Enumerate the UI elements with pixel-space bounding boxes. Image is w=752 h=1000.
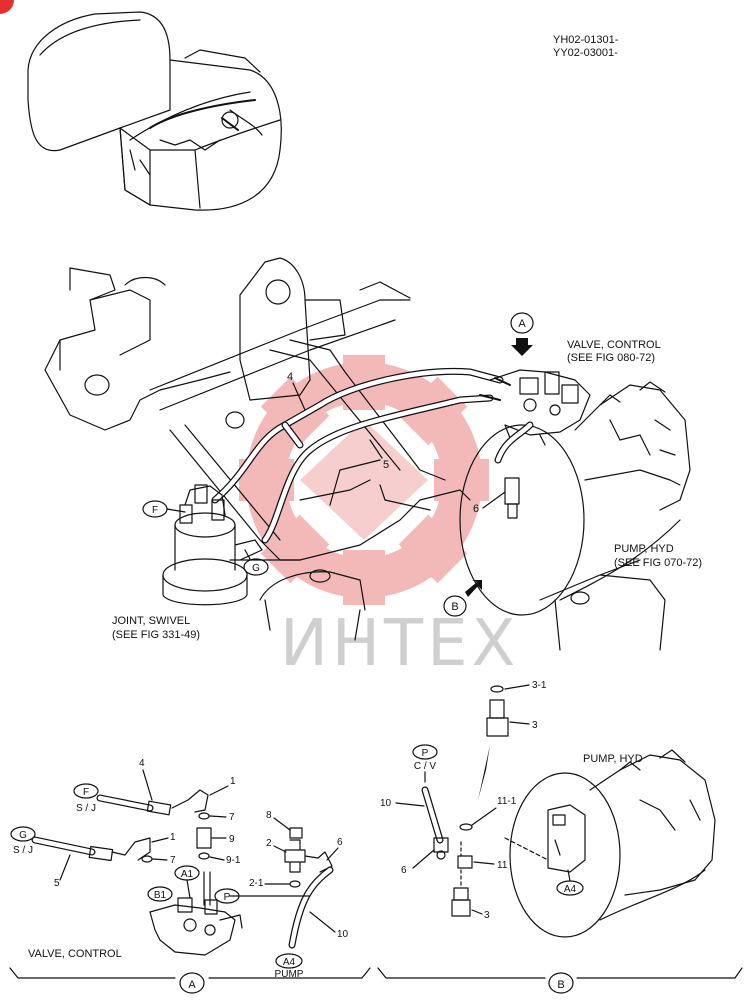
svg-text:8: 8 bbox=[266, 810, 272, 821]
svg-text:S / J: S / J bbox=[13, 845, 33, 856]
valve-label-line-1: VALVE, CONTROL bbox=[567, 339, 661, 351]
hose-assembly-main bbox=[211, 367, 504, 544]
serial-line-1: YH02-01301- bbox=[553, 34, 619, 46]
svg-text:A4: A4 bbox=[283, 957, 296, 968]
svg-text:1: 1 bbox=[170, 832, 176, 843]
machine-overview bbox=[27, 11, 282, 211]
svg-text:9-1: 9-1 bbox=[226, 855, 241, 866]
svg-text:S / J: S / J bbox=[76, 803, 96, 814]
svg-text:2-1: 2-1 bbox=[249, 878, 264, 889]
detail-a-bracket-right bbox=[208, 967, 371, 979]
main-callout-a: A bbox=[510, 312, 534, 356]
svg-text:3-1: 3-1 bbox=[532, 680, 547, 691]
main-frame bbox=[44, 257, 666, 651]
watermark-text: ИНТЕХ bbox=[280, 607, 519, 681]
joint-label-line-1: JOINT, SWIVEL bbox=[112, 615, 190, 627]
swivel-joint bbox=[162, 484, 263, 606]
detail-b: 3-1 3 PUMP, HYD P C / V 10 6 11-1 11 3 bbox=[377, 680, 743, 994]
svg-text:6: 6 bbox=[337, 837, 343, 848]
svg-text:10: 10 bbox=[337, 929, 349, 940]
pump-label-line-1: PUMP, HYD bbox=[614, 543, 674, 555]
hydraulic-pump bbox=[459, 381, 691, 616]
detail-b-pump-title: PUMP, HYD bbox=[583, 753, 643, 765]
svg-text:9: 9 bbox=[229, 834, 235, 845]
detail-a-bracket-left bbox=[9, 967, 176, 979]
detail-a-tag-b1: B1 bbox=[147, 886, 173, 902]
svg-text:P: P bbox=[224, 892, 231, 903]
serial-line-2: YY02-03001- bbox=[553, 47, 618, 59]
svg-text:F: F bbox=[83, 787, 89, 798]
detail-a-tag-g: G S / J bbox=[10, 826, 36, 856]
detail-a-valve-label: VALVE, CONTROL bbox=[28, 948, 122, 960]
main-callout-b: B bbox=[443, 580, 482, 617]
detail-b-tag-a4: A4 bbox=[556, 869, 584, 896]
svg-text:2: 2 bbox=[266, 838, 272, 849]
svg-text:11-1: 11-1 bbox=[497, 796, 517, 807]
svg-text:G: G bbox=[252, 563, 260, 574]
svg-text:B1: B1 bbox=[154, 890, 167, 901]
detail-a-tag-a1: A1 bbox=[174, 865, 200, 899]
svg-text:7: 7 bbox=[229, 812, 235, 823]
svg-text:3: 3 bbox=[532, 720, 538, 731]
detail-b-bracket-left bbox=[377, 967, 546, 979]
detail-a-section-label: A bbox=[188, 979, 196, 991]
control-valve bbox=[479, 369, 591, 446]
svg-text:3: 3 bbox=[484, 910, 490, 921]
detail-a-valve-body bbox=[149, 897, 243, 956]
detail-b-pump bbox=[504, 749, 716, 938]
svg-text:A: A bbox=[518, 318, 526, 330]
detail-a: F S / J 4 1 G S / J 5 1 7 9 9-1 bbox=[9, 758, 371, 994]
main-port-g: G bbox=[243, 549, 269, 576]
joint-label-line-2: (SEE FIG 331-49) bbox=[112, 629, 200, 641]
svg-text:7: 7 bbox=[170, 855, 176, 866]
main-port-f: F bbox=[142, 500, 186, 518]
svg-text:F: F bbox=[152, 505, 158, 516]
svg-text:A1: A1 bbox=[181, 869, 194, 880]
svg-text:10: 10 bbox=[380, 798, 392, 809]
svg-text:C / V: C / V bbox=[414, 761, 437, 772]
svg-text:4: 4 bbox=[139, 758, 145, 769]
svg-text:G: G bbox=[19, 830, 27, 841]
main-item-6: 6 bbox=[473, 503, 479, 515]
main-item-5: 5 bbox=[383, 459, 389, 471]
svg-text:PUMP: PUMP bbox=[275, 969, 304, 980]
svg-text:11: 11 bbox=[497, 860, 508, 871]
detail-b-section-label: B bbox=[557, 979, 564, 991]
valve-label-line-2: (SEE FIG 080-72) bbox=[567, 352, 655, 364]
svg-text:A4: A4 bbox=[564, 884, 577, 895]
svg-text:P: P bbox=[422, 748, 429, 759]
svg-text:B: B bbox=[451, 601, 458, 613]
detail-b-bracket-right bbox=[576, 967, 743, 979]
svg-text:1: 1 bbox=[230, 776, 236, 787]
main-item-4: 4 bbox=[287, 371, 293, 383]
corner-mark bbox=[0, 0, 14, 14]
watermark-gear bbox=[239, 355, 489, 605]
detail-a-tag-f: F S / J bbox=[73, 783, 99, 814]
svg-text:5: 5 bbox=[54, 878, 60, 889]
detail-a-tag-a4: A4 PUMP bbox=[275, 953, 304, 980]
svg-text:6: 6 bbox=[401, 865, 407, 876]
detail-b-tag-p: P C / V bbox=[412, 744, 438, 783]
pump-label-line-2: (SEE FIG 070-72) bbox=[614, 557, 702, 569]
